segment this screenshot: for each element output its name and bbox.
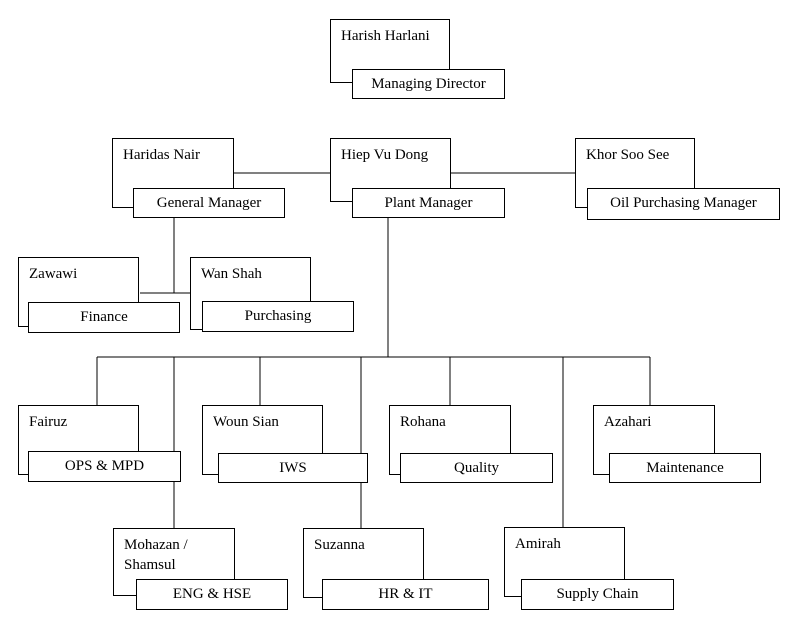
name-label: Harish Harlani [341,28,430,44]
role-box-purchasing: Purchasing [202,301,354,332]
role-box-managing-director: Managing Director [352,69,505,99]
name-label: Azahari [604,414,652,430]
name-label: Woun Sian [213,414,279,430]
name-label: Amirah [515,536,561,552]
role-box-ops-mpd: OPS & MPD [28,451,181,482]
name-label: Wan Shah [201,266,262,282]
name-label: Rohana [400,414,446,430]
name-label: Zawawi [29,266,78,282]
role-box-finance: Finance [28,302,180,333]
role-box-iws: IWS [218,453,368,483]
role-label: Plant Manager [384,195,473,211]
role-box-general-manager: General Manager [133,188,285,218]
role-label: Purchasing [244,308,312,324]
role-box-eng-hse: ENG & HSE [136,579,288,610]
role-label: Oil Purchasing Manager [610,195,757,211]
name-label: Fairuz [29,414,68,430]
role-box-supply-chain: Supply Chain [521,579,674,610]
role-box-plant-manager: Plant Manager [352,188,505,218]
role-label: Managing Director [371,76,486,92]
role-label: Finance [80,309,128,325]
name-label: Khor Soo See [586,147,670,163]
role-label: ENG & HSE [172,586,252,602]
role-box-quality: Quality [400,453,553,483]
role-label: Supply Chain [556,586,639,602]
name-label: Suzanna [314,537,365,553]
role-box-oil-purchasing-manager: Oil Purchasing Manager [587,188,780,220]
name-label: Mohazan / Shamsul [124,537,188,573]
name-label: Hiep Vu Dong [341,147,429,163]
role-label: HR & IT [378,586,433,602]
role-label: General Manager [156,195,262,211]
role-label: Quality [454,460,499,476]
role-label: OPS & MPD [64,458,145,474]
role-box-maintenance: Maintenance [609,453,761,483]
role-label: Maintenance [646,460,724,476]
role-label: IWS [279,460,307,476]
name-label: Haridas Nair [123,147,201,163]
role-box-hr-it: HR & IT [322,579,489,610]
